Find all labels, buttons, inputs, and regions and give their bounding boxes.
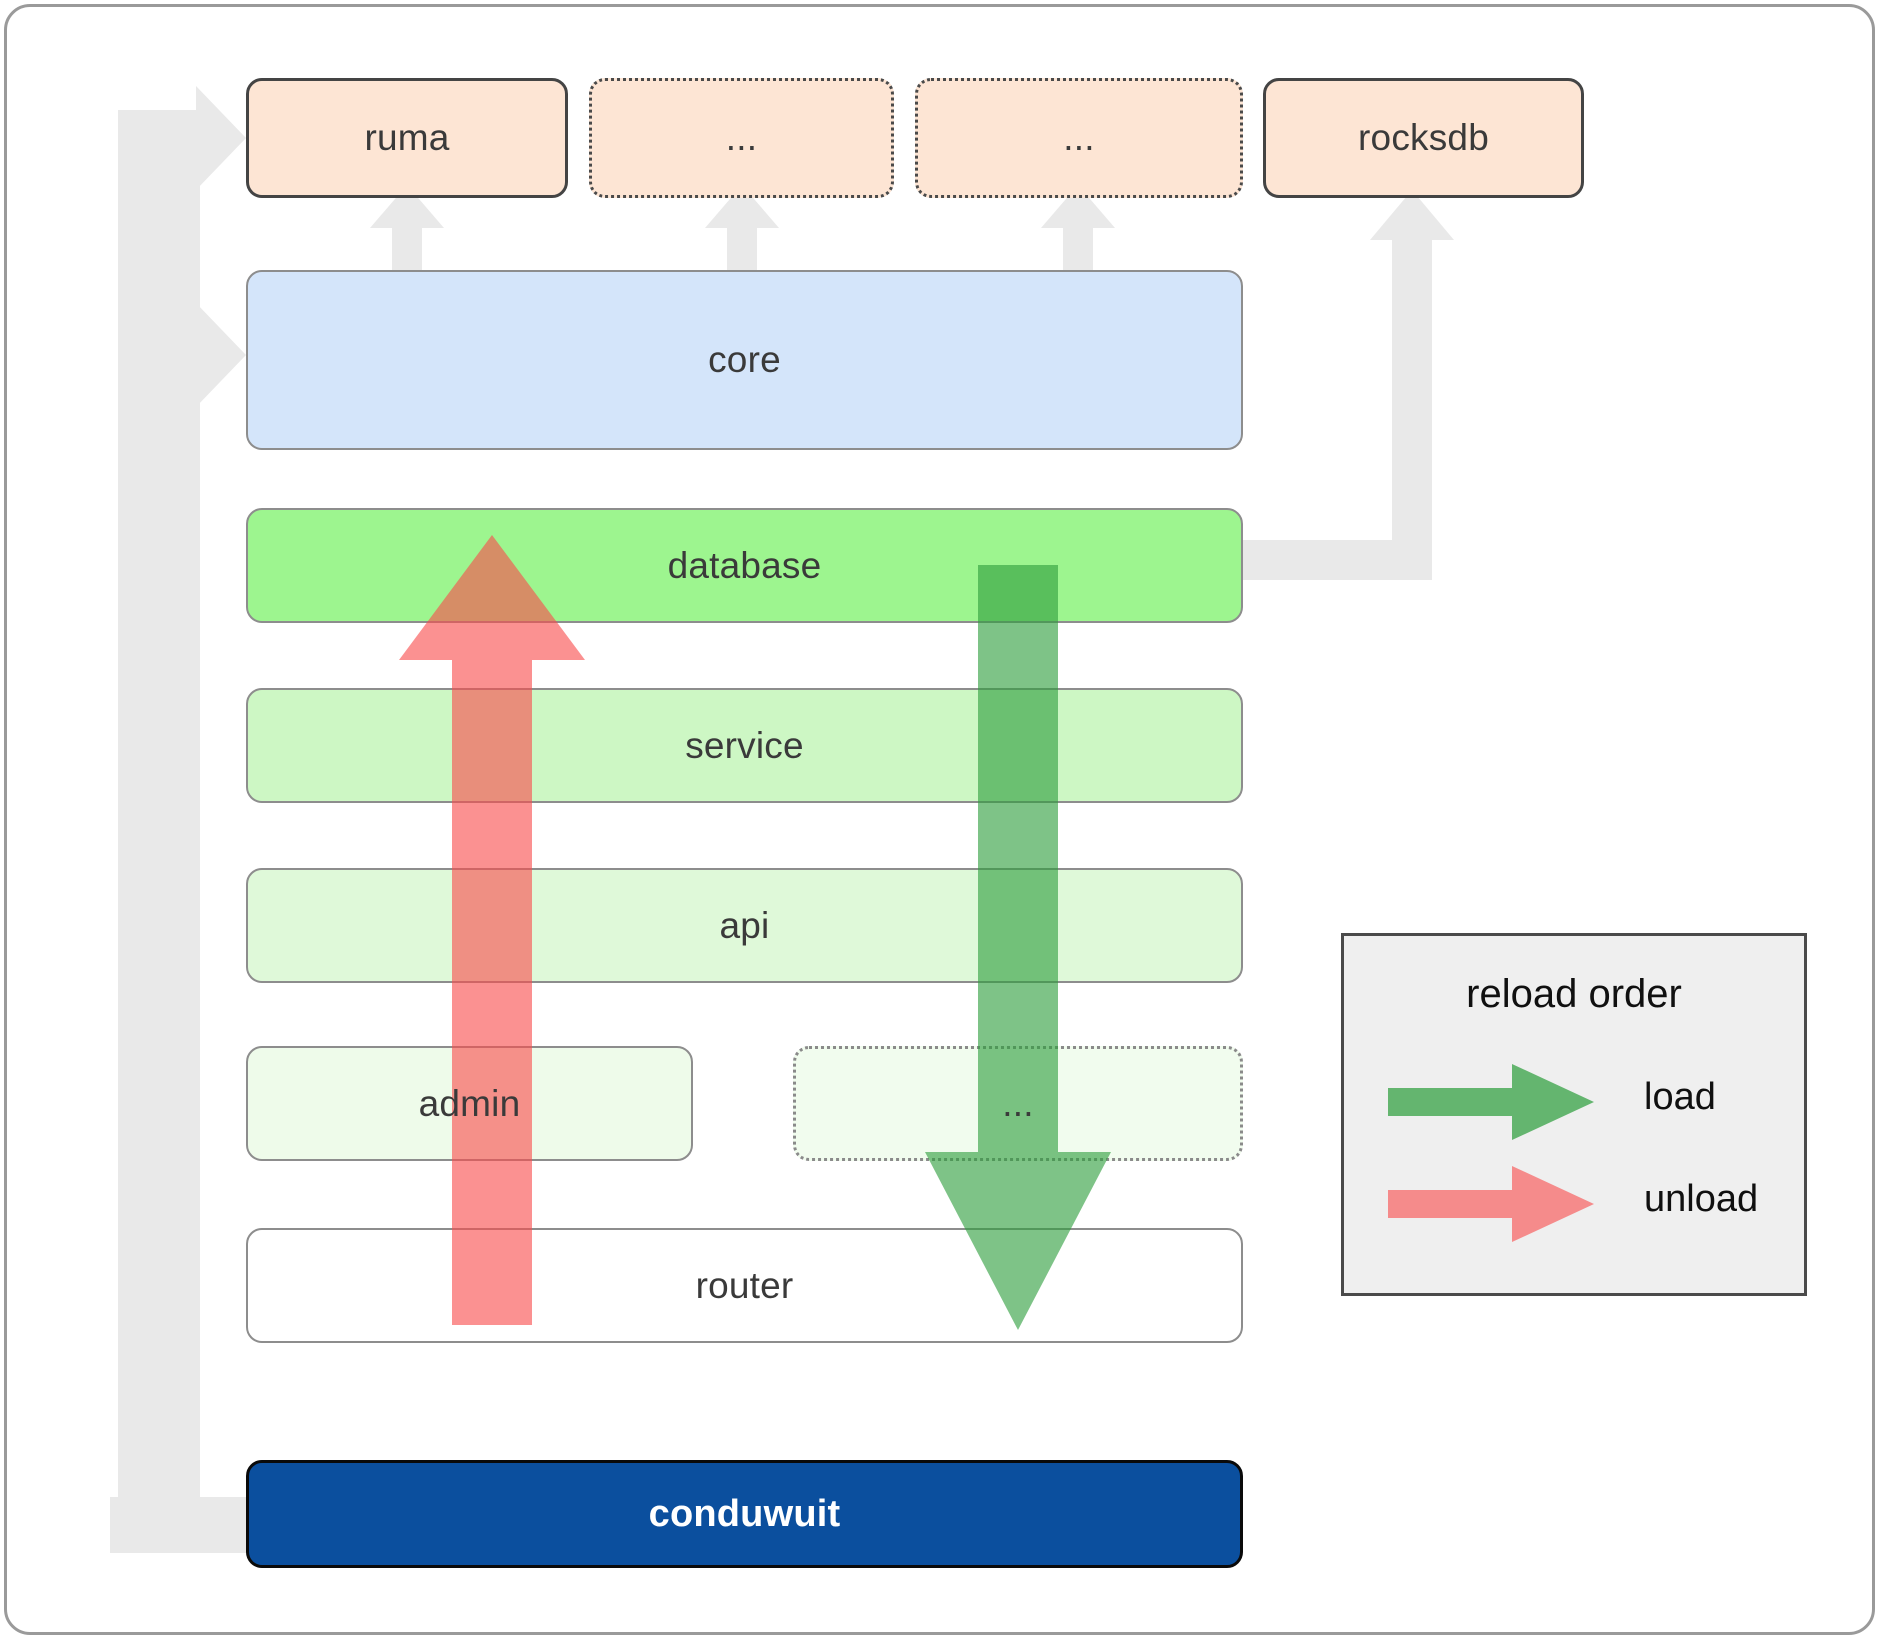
crate-node-ellipsis[interactable]: ... — [793, 1046, 1243, 1161]
crate-node-service[interactable]: service — [246, 688, 1243, 803]
dependency-label-ellipsis-2: ... — [1063, 117, 1095, 158]
crate-label-core: core — [708, 339, 781, 380]
binary-label-conduwuit: conduwuit — [648, 1492, 841, 1535]
dependency-node-ellipsis-2[interactable]: ... — [915, 78, 1243, 198]
crate-label-admin: admin — [418, 1082, 521, 1124]
legend-load-arrow-icon — [1388, 1064, 1594, 1140]
legend-row-load: load — [1344, 1062, 1804, 1142]
crate-label-router: router — [695, 1264, 794, 1306]
crate-label-api: api — [719, 904, 770, 946]
legend-unload-label: unload — [1644, 1178, 1759, 1220]
crate-node-admin[interactable]: admin — [246, 1046, 693, 1161]
dependency-label-ellipsis-1: ... — [725, 117, 758, 158]
crate-node-database[interactable]: database — [246, 508, 1243, 623]
legend-load-label: load — [1644, 1076, 1716, 1118]
legend-box: reload order load unload — [1341, 933, 1807, 1296]
crate-node-router[interactable]: router — [246, 1228, 1243, 1343]
legend-row-unload: unload — [1344, 1164, 1804, 1244]
crate-label-service: service — [685, 724, 804, 766]
binary-node-conduwuit[interactable]: conduwuit — [246, 1460, 1243, 1568]
legend-title: reload order — [1466, 972, 1682, 1016]
legend-unload-arrow-icon — [1388, 1166, 1594, 1242]
dependency-node-rocksdb[interactable]: rocksdb — [1263, 78, 1584, 198]
dependency-node-ellipsis-1[interactable]: ... — [589, 78, 894, 198]
crate-label-ellipsis: ... — [1002, 1082, 1034, 1124]
crate-label-database: database — [667, 544, 822, 586]
dependency-label-rocksdb: rocksdb — [1358, 117, 1489, 158]
crate-node-api[interactable]: api — [246, 868, 1243, 983]
diagram-frame — [4, 4, 1875, 1635]
dependency-node-ruma[interactable]: ruma — [246, 78, 568, 198]
crate-node-core[interactable]: core — [246, 270, 1243, 450]
dependency-label-ruma: ruma — [364, 117, 450, 158]
